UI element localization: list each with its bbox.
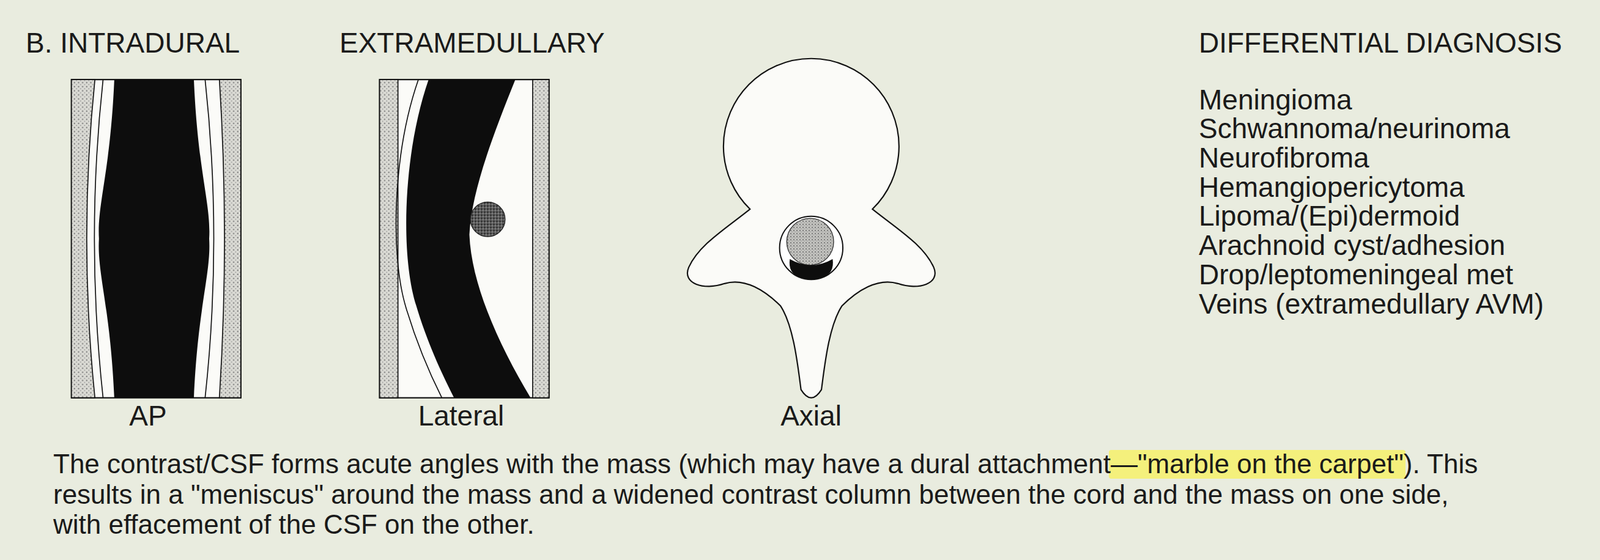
differential-item: Schwannoma/neurinoma bbox=[1198, 114, 1511, 144]
lateral-view bbox=[379, 79, 550, 399]
section-heading: EXTRAMEDULLARY bbox=[339, 26, 605, 60]
axial-view bbox=[687, 58, 936, 399]
ap-view bbox=[71, 79, 241, 399]
view-label: AP bbox=[129, 400, 167, 433]
view-label: Axial bbox=[780, 400, 842, 433]
section-heading: B. INTRADURAL bbox=[25, 26, 240, 60]
caption: The contrast/CSF forms acute angles with… bbox=[53, 448, 1491, 541]
list-heading: DIFFERENTIAL DIAGNOSIS bbox=[1198, 26, 1563, 60]
differential-item: Lipoma/(Epi)dermoid bbox=[1198, 201, 1460, 232]
differential-item: Arachnoid cyst/adhesion bbox=[1198, 231, 1506, 261]
differential-item: Neurofibroma bbox=[1198, 143, 1370, 174]
view-label: Lateral bbox=[418, 400, 505, 433]
differential-item: Hemangiopericytoma bbox=[1198, 173, 1465, 203]
differential-item: Meningioma bbox=[1198, 85, 1353, 115]
differential-item: Drop/leptomeningeal met bbox=[1198, 260, 1514, 290]
differential-item: Veins (extramedullary AVM) bbox=[1198, 289, 1544, 320]
